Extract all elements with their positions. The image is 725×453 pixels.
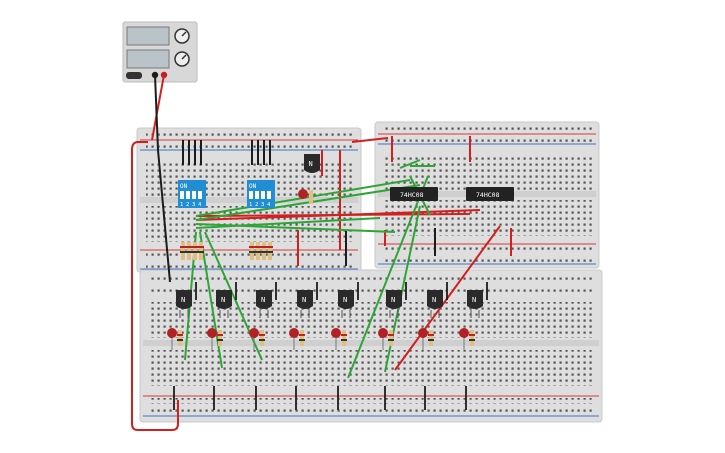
transistor-bottom-1[interactable]: N bbox=[176, 290, 192, 318]
dip-switch-number: 3 bbox=[192, 202, 195, 208]
dip-switch-number: 4 bbox=[198, 202, 202, 208]
led-bottom-6 bbox=[378, 328, 394, 350]
transistor-bottom-3[interactable]: N bbox=[256, 290, 272, 318]
resistor-bank-2 bbox=[249, 242, 273, 260]
red-supply-wire bbox=[151, 74, 165, 141]
transistor-label: N bbox=[391, 296, 395, 304]
current-display bbox=[126, 49, 170, 69]
led-bottom-7 bbox=[418, 328, 434, 350]
power-supply[interactable] bbox=[122, 21, 198, 83]
transistor-bottom-6[interactable]: N bbox=[386, 290, 402, 318]
transistor-bottom-4[interactable]: N bbox=[297, 290, 313, 318]
transistor-label: N bbox=[181, 296, 185, 304]
transistor-bottom-2[interactable]: N bbox=[216, 290, 232, 318]
transistor-label: N bbox=[472, 296, 476, 304]
transistor-bottom-7[interactable]: N bbox=[427, 290, 443, 318]
transistor-bottom-8[interactable]: N bbox=[467, 290, 483, 318]
dip-switch-number: 1 bbox=[180, 202, 183, 208]
ic-74hc08-1[interactable]: 74HC08 bbox=[390, 187, 438, 201]
transistor-bottom-5[interactable]: N bbox=[338, 290, 354, 318]
voltage-display bbox=[126, 26, 170, 46]
led-bottom-8 bbox=[459, 328, 475, 350]
transistor-label: N bbox=[261, 296, 265, 304]
led-bottom-3 bbox=[249, 328, 265, 350]
led-bottom-5 bbox=[331, 328, 347, 350]
red-loop-wire bbox=[131, 141, 179, 431]
black-supply-wire bbox=[154, 74, 171, 283]
dip-switch-1-on-label: ON bbox=[180, 183, 188, 190]
transistor-top-label: N bbox=[309, 160, 313, 168]
transistor-label: N bbox=[343, 296, 347, 304]
dip-switch-2-on-label: ON bbox=[249, 183, 257, 190]
transistor-label: N bbox=[432, 296, 436, 304]
led-bottom-1 bbox=[167, 328, 183, 350]
power-switch[interactable] bbox=[126, 72, 142, 79]
transistor-label: N bbox=[302, 296, 306, 304]
led-bottom-4 bbox=[289, 328, 305, 350]
red-bridge-wire bbox=[351, 137, 389, 143]
dip-switch-number: 1 bbox=[249, 202, 252, 208]
led-top bbox=[298, 189, 313, 204]
resistor-bank-1 bbox=[180, 242, 204, 260]
ic-2-label: 74HC08 bbox=[476, 191, 500, 199]
transistor-top[interactable]: N bbox=[304, 154, 320, 173]
dip-switch-number: 4 bbox=[267, 202, 271, 208]
dip-switch-number: 2 bbox=[255, 202, 258, 208]
ic-74hc08-2[interactable]: 74HC08 bbox=[466, 187, 514, 201]
led-bottom-2 bbox=[207, 328, 223, 350]
ic-1-label: 74HC08 bbox=[400, 191, 424, 199]
transistor-label: N bbox=[221, 296, 225, 304]
dip-switch-number: 3 bbox=[261, 202, 264, 208]
power-wires bbox=[131, 74, 512, 431]
dip-switch-number: 2 bbox=[186, 202, 189, 208]
